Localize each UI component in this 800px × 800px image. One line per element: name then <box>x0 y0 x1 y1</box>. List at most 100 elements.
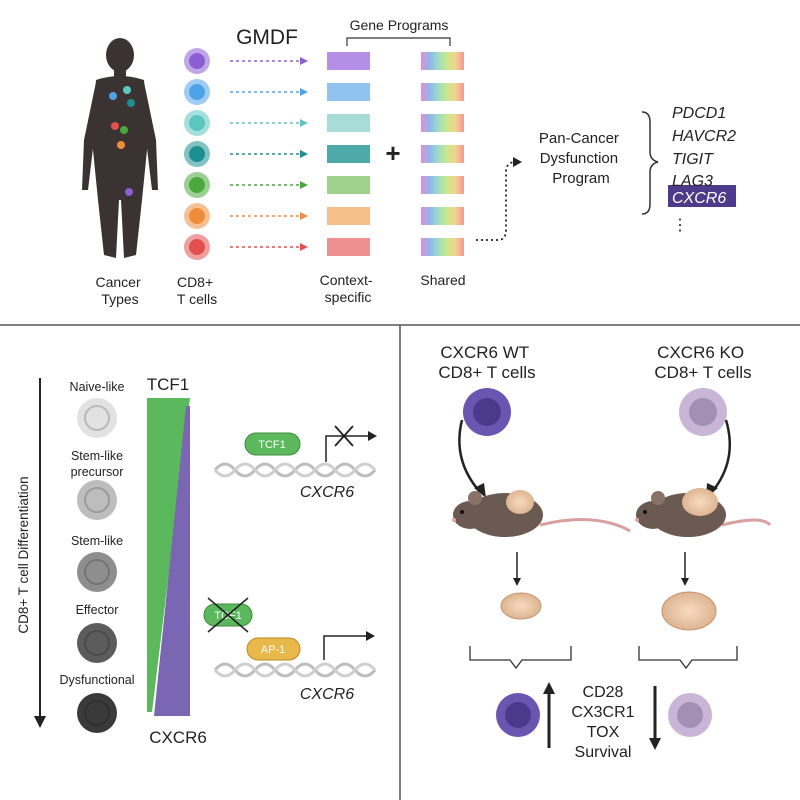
ko-title: CXCR6 KO CD8+ T cells <box>654 343 751 382</box>
ko-bracket <box>638 646 738 670</box>
shared-label: Shared <box>420 272 465 288</box>
highlighted-gene-box <box>668 185 736 207</box>
differentiation-axis-arrowhead <box>34 716 46 728</box>
cell-state-label: Naive-like <box>70 380 125 394</box>
gene-item: CXCR6 <box>672 190 726 207</box>
gmdf-arrowhead <box>300 57 308 65</box>
context-program-bar <box>327 114 370 132</box>
shared-program-bar <box>421 83 464 101</box>
ko-injection-arrow <box>711 419 732 493</box>
marker-label: CD28 <box>583 684 624 701</box>
gmdf-arrowhead <box>300 119 308 127</box>
cxcr6-wedge <box>154 406 190 716</box>
wt-bracket <box>469 646 572 670</box>
gene-item: HAVCR2 <box>672 128 736 145</box>
shared-program-bar <box>421 176 464 194</box>
tcf1-factor-top-label: TCF1 <box>258 439 286 451</box>
gene-item: TIGIT <box>672 151 714 168</box>
marker-label: Survival <box>575 744 632 761</box>
cell-state-nucleus <box>84 405 110 431</box>
gene-list-more: ⋮ <box>672 217 688 234</box>
tss-arrow-top <box>325 435 372 462</box>
ap1-factor-label: AP-1 <box>261 644 285 656</box>
left-panel: CD8+ T cell Differentiation Naive-likeSt… <box>16 375 377 747</box>
tcf1-factor-blocked-label: TCF1 <box>214 610 242 622</box>
tcf1-factor-top <box>244 432 301 456</box>
wt-mouse-icon <box>452 490 631 537</box>
cd8-cell-nucleus <box>189 84 205 100</box>
gene-programs-label: Gene Programs <box>350 17 449 33</box>
gmdf-arrowhead <box>300 243 308 251</box>
tss-arrowhead-bottom <box>366 631 375 641</box>
context-program-bar <box>327 176 370 194</box>
cd8-cell-nucleus <box>189 115 205 131</box>
cd8-cell-nucleus <box>189 53 205 69</box>
up-arrowhead <box>543 682 555 694</box>
marker-label: TOX <box>587 724 620 741</box>
wt-injection-arrow <box>458 419 481 493</box>
shared-program-bar <box>421 52 464 70</box>
ko-cell-bottom-nucleus <box>677 702 703 728</box>
cd8-cell-nucleus <box>189 146 205 162</box>
ko-mouse-icon <box>635 488 772 537</box>
wt-title: CXCR6 WT CD8+ T cells <box>438 343 535 382</box>
cell-state-nucleus <box>84 630 110 656</box>
cd8-cell-nucleus <box>189 177 205 193</box>
dna-top <box>213 462 377 478</box>
gene-item: PDCD1 <box>672 105 726 122</box>
shared-programs <box>421 52 464 256</box>
gene-label-bottom: CXCR6 <box>300 686 354 703</box>
cell-state-nucleus <box>84 487 110 513</box>
wt-cell-nucleus <box>473 398 501 426</box>
differentiation-axis-label: CD8+ T cell Differentiation <box>16 476 31 633</box>
ko-tumor <box>661 591 717 631</box>
dna-bottom <box>213 662 377 678</box>
gmdf-arrowhead <box>300 88 308 96</box>
top-panel: Cancer Types CD8+ T cells GMDF Gene Prog… <box>82 17 736 307</box>
cell-state-label: Dysfunctional <box>59 673 134 687</box>
cell-state-nucleus <box>84 559 110 585</box>
context-program-bar <box>327 145 370 163</box>
ko-down-arrowhead <box>681 578 689 586</box>
gene-item: LAG3 <box>672 173 713 190</box>
right-panel: CXCR6 WT CD8+ T cells CXCR6 KO CD8+ T ce… <box>438 343 772 761</box>
cxcr6-wedge-label: CXCR6 <box>149 728 207 747</box>
gmdf-arrows <box>230 57 308 251</box>
context-program-bar <box>327 52 370 70</box>
block-x-icon <box>334 425 354 447</box>
wt-cell-bottom-nucleus <box>505 702 531 728</box>
dotted-arrow <box>476 161 517 241</box>
wt-down-arrowhead <box>513 578 521 586</box>
cd8-t-cells-label: CD8+ T cells <box>177 274 217 307</box>
cell-state-label: Stem-like <box>71 534 123 548</box>
tss-arrowhead-top <box>368 431 377 441</box>
context-specific-programs <box>327 52 370 256</box>
plus-sign: + <box>385 138 400 168</box>
shared-program-bar <box>421 145 464 163</box>
gmdf-label: GMDF <box>236 26 298 49</box>
cell-state-label: Effector <box>76 603 119 617</box>
down-arrowhead <box>649 738 661 750</box>
blocked-x-icon <box>207 597 249 633</box>
tcf1-wedge-label: TCF1 <box>147 375 190 394</box>
tumor-dots <box>109 86 135 196</box>
wt-tumor <box>500 592 542 620</box>
cd8-cell-nucleus <box>189 239 205 255</box>
gene-programs-bracket <box>346 37 451 46</box>
wt-injection-arrowhead <box>474 483 486 498</box>
context-program-bar <box>327 207 370 225</box>
context-specific-label: Context- specific <box>320 272 377 305</box>
context-program-bar <box>327 238 370 256</box>
ko-cell-nucleus <box>689 398 717 426</box>
marker-label: CX3CR1 <box>571 704 634 721</box>
shared-program-bar <box>421 114 464 132</box>
gene-list-brace <box>641 111 659 215</box>
pan-cancer-program-label: Pan-Cancer Dysfunction Program <box>539 130 623 187</box>
cd8-cell-nucleus <box>189 208 205 224</box>
human-silhouette-icon <box>82 38 158 258</box>
